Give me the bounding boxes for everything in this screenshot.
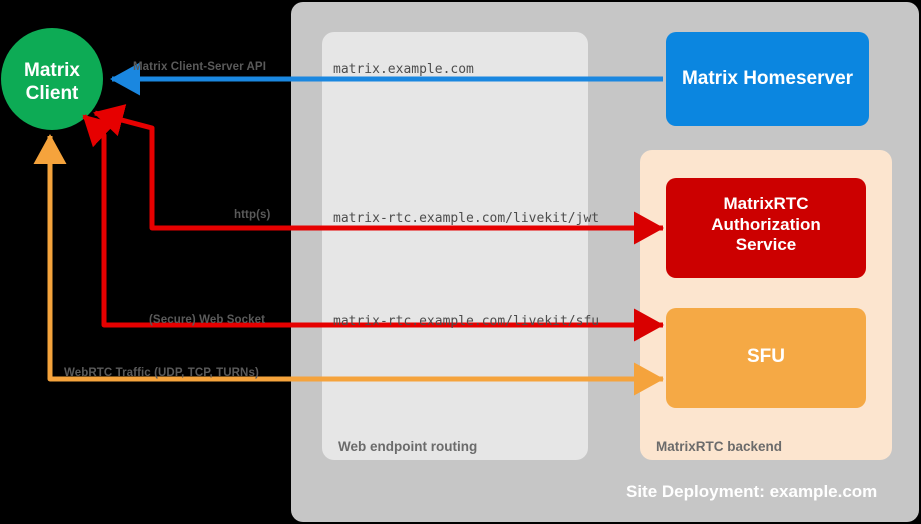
web-endpoint-routing-container — [322, 32, 588, 460]
flow-label-matrix-client-server-api: Matrix Client-Server API — [133, 61, 266, 73]
web-endpoint-routing-label: Web endpoint routing — [338, 439, 478, 454]
matrix-homeserver-node — [666, 32, 869, 126]
sfu-node — [666, 308, 866, 408]
endpoint-url-matrix: matrix.example.com — [333, 62, 474, 77]
flow-label-sfu-websocket: (Secure) Web Socket — [149, 314, 266, 326]
endpoint-url-livekit-sfu: matrix-rtc.example.com/livekit/sfu — [333, 314, 600, 329]
endpoint-url-livekit-jwt: matrix-rtc.example.com/livekit/jwt — [333, 211, 600, 226]
matrix-client-node — [1, 28, 103, 130]
site-deployment-label: Site Deployment: example.com — [626, 482, 878, 501]
arrow-webrtc-media-to-client — [33, 133, 663, 382]
flow-label-authorization-http: http(s) — [234, 209, 271, 221]
matrixrtc-authorization-service-node — [666, 178, 866, 278]
matrixrtc-backend-label: MatrixRTC backend — [656, 439, 783, 454]
flow-label-webrtc-media: WebRTC Traffic (UDP, TCP, TURNs) — [64, 367, 259, 379]
